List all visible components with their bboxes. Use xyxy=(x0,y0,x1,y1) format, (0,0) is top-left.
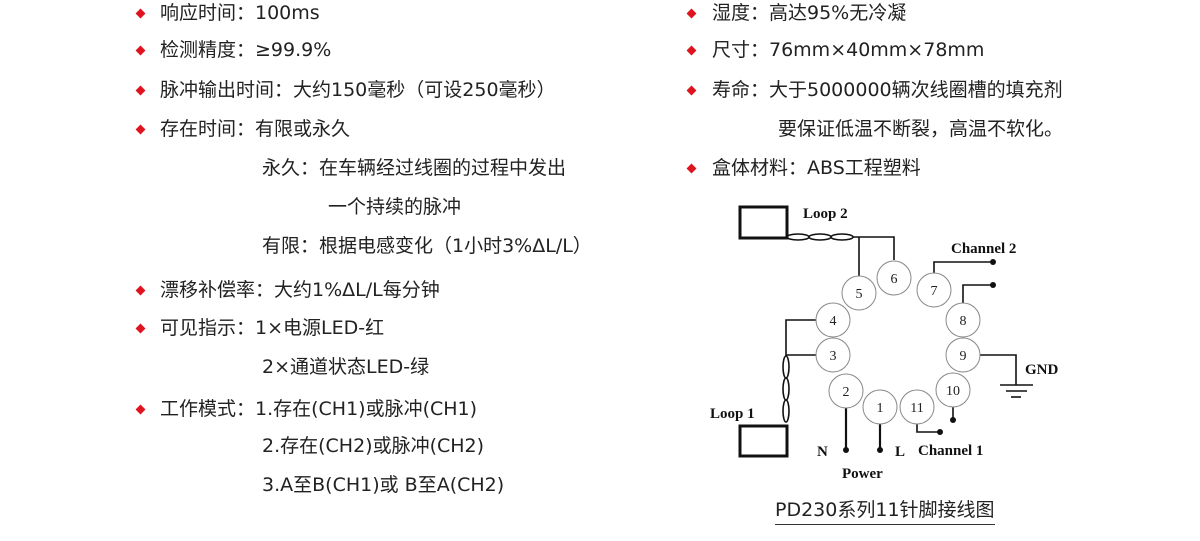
spec-item: 盒体材料：ABS工程塑料 xyxy=(712,157,921,179)
spec-item: 检测精度：≥99.9% xyxy=(160,39,332,61)
pin-4: 4 xyxy=(830,314,837,329)
spec-item: 漂移补偿率：大约1%ΔL/L每分钟 xyxy=(160,279,440,301)
loop1-label: Loop 1 xyxy=(710,406,755,422)
spec-item: 响应时间：100ms xyxy=(160,2,320,24)
spec-subitem: 2×通道状态LED-绿 xyxy=(262,356,430,378)
pin-8: 8 xyxy=(960,314,967,329)
spec-item: 可见指示：1×电源LED-红 xyxy=(160,317,385,339)
pin-5: 5 xyxy=(856,287,863,302)
pin-11: 11 xyxy=(910,401,923,416)
spec-subitem: 永久：在车辆经过线圈的过程中发出 xyxy=(262,157,567,179)
diagram-caption: PD230系列11针脚接线图 xyxy=(775,495,995,525)
loop1-box xyxy=(738,424,789,458)
pin-2: 2 xyxy=(843,385,850,400)
loop2-box xyxy=(738,205,789,240)
power-label: Power xyxy=(842,466,883,482)
pin-10: 10 xyxy=(946,384,960,399)
spec-item: 存在时间：有限或永久 xyxy=(160,118,351,140)
spec-item: 尺寸：76mm×40mm×78mm xyxy=(712,39,985,61)
pin-7: 7 xyxy=(931,284,938,299)
channel1-label: Channel 1 xyxy=(918,443,983,459)
spec-item: 寿命：大于5000000辆次线圈槽的填充剂 xyxy=(712,79,1063,101)
pin-3: 3 xyxy=(830,349,837,364)
spec-subitem: 有限：根据电感变化（1小时3%ΔL/L） xyxy=(262,235,592,257)
n-label: N xyxy=(817,444,828,460)
l-label: L xyxy=(895,444,905,460)
pin-1: 1 xyxy=(877,401,884,416)
channel2-label: Channel 2 xyxy=(951,241,1016,257)
spec-item: 工作模式：1.存在(CH1)或脉冲(CH1) xyxy=(160,398,478,420)
spec-subitem: 要保证低温不断裂，高温不软化。 xyxy=(778,118,1064,140)
pin-9: 9 xyxy=(960,349,967,364)
loop2-label: Loop 2 xyxy=(803,206,848,222)
spec-subitem: 3.A至B(CH1)或 B至A(CH2) xyxy=(262,474,505,496)
spec-item: 脉冲输出时间：大约150毫秒（可设250毫秒） xyxy=(160,79,556,101)
spec-subitem: 2.存在(CH2)或脉冲(CH2) xyxy=(262,435,485,457)
spec-subitem: 一个持续的脉冲 xyxy=(328,196,462,218)
spec-item: 湿度：高达95%无冷凝 xyxy=(712,2,907,24)
pin-6: 6 xyxy=(891,272,898,287)
gnd-label: GND xyxy=(1025,362,1059,378)
